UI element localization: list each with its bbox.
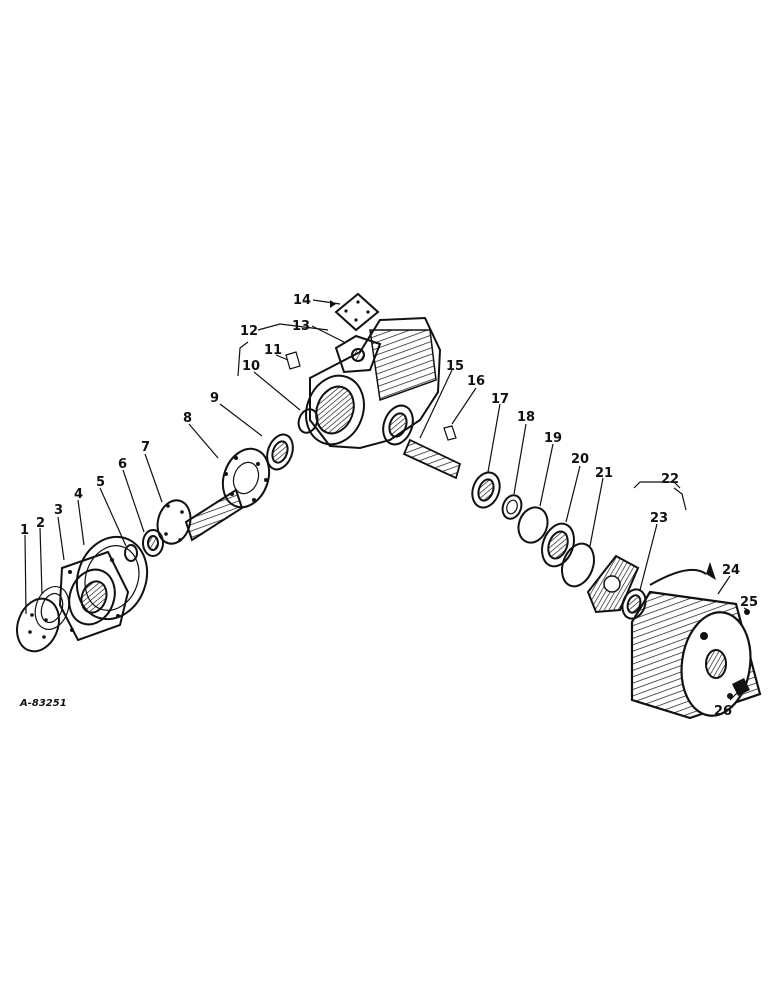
part-26-fitting bbox=[732, 678, 750, 696]
rotation-arrow-icon bbox=[649, 562, 716, 586]
callout-24: 24 bbox=[722, 563, 740, 578]
leader-lines bbox=[24, 299, 749, 701]
callout-6: 6 bbox=[118, 457, 127, 472]
callout-3: 3 bbox=[54, 503, 63, 518]
part-8-shaft bbox=[184, 447, 271, 542]
callout-10: 10 bbox=[242, 359, 260, 374]
part-22-retainer bbox=[586, 554, 640, 614]
part-25-plug bbox=[744, 609, 750, 615]
callout-15: 15 bbox=[446, 359, 464, 374]
callout-14: 14 bbox=[293, 293, 311, 308]
callout-9: 9 bbox=[210, 391, 219, 406]
part-24-drum bbox=[630, 590, 762, 720]
callout-22: 22 bbox=[661, 472, 679, 487]
callout-18: 18 bbox=[517, 410, 535, 425]
callout-13: 13 bbox=[292, 319, 310, 334]
callout-5: 5 bbox=[96, 475, 105, 490]
callout-2: 2 bbox=[36, 516, 45, 531]
callout-4: 4 bbox=[74, 487, 83, 502]
callout-26: 26 bbox=[714, 704, 732, 719]
callout-7: 7 bbox=[141, 440, 150, 455]
part-11-plug bbox=[285, 351, 301, 370]
figure-code: A-83251 bbox=[19, 698, 67, 709]
part-6-bearing bbox=[142, 529, 164, 557]
part-19-snap-ring bbox=[517, 506, 549, 544]
part-18-spacer bbox=[501, 494, 523, 520]
part-9-bearing bbox=[266, 433, 294, 471]
part-16-key bbox=[443, 425, 457, 441]
callout-21: 21 bbox=[595, 466, 613, 481]
callout-19: 19 bbox=[544, 431, 562, 446]
callout-16: 16 bbox=[467, 374, 485, 389]
part-20-bearing bbox=[541, 522, 575, 568]
part-14-gasket bbox=[334, 292, 380, 332]
part-21-gasket bbox=[561, 542, 595, 588]
callout-25: 25 bbox=[740, 595, 758, 610]
callout-11: 11 bbox=[264, 343, 282, 358]
part-17-bearing bbox=[471, 471, 501, 509]
callout-8: 8 bbox=[183, 411, 192, 426]
part-15-output-shaft bbox=[402, 438, 462, 480]
callout-23: 23 bbox=[650, 511, 668, 526]
part-1-end-plate bbox=[16, 597, 60, 653]
part-23-seal bbox=[621, 588, 647, 620]
part-3-retainer-housing bbox=[58, 550, 130, 642]
callout-labels: 1 2 3 4 5 6 7 8 9 10 11 12 13 14 15 16 1… bbox=[20, 293, 758, 719]
callout-1: 1 bbox=[20, 523, 29, 538]
part-4-gasket bbox=[75, 535, 149, 621]
part-5-snap-ring bbox=[124, 544, 138, 562]
part-13-cover bbox=[334, 334, 382, 374]
part-10-seal bbox=[297, 408, 319, 434]
callout-17: 17 bbox=[491, 392, 509, 407]
callout-20: 20 bbox=[571, 452, 589, 467]
callout-12: 12 bbox=[240, 324, 258, 339]
part-12-gearbox-housing bbox=[305, 316, 442, 450]
part-2-gasket bbox=[34, 586, 70, 630]
